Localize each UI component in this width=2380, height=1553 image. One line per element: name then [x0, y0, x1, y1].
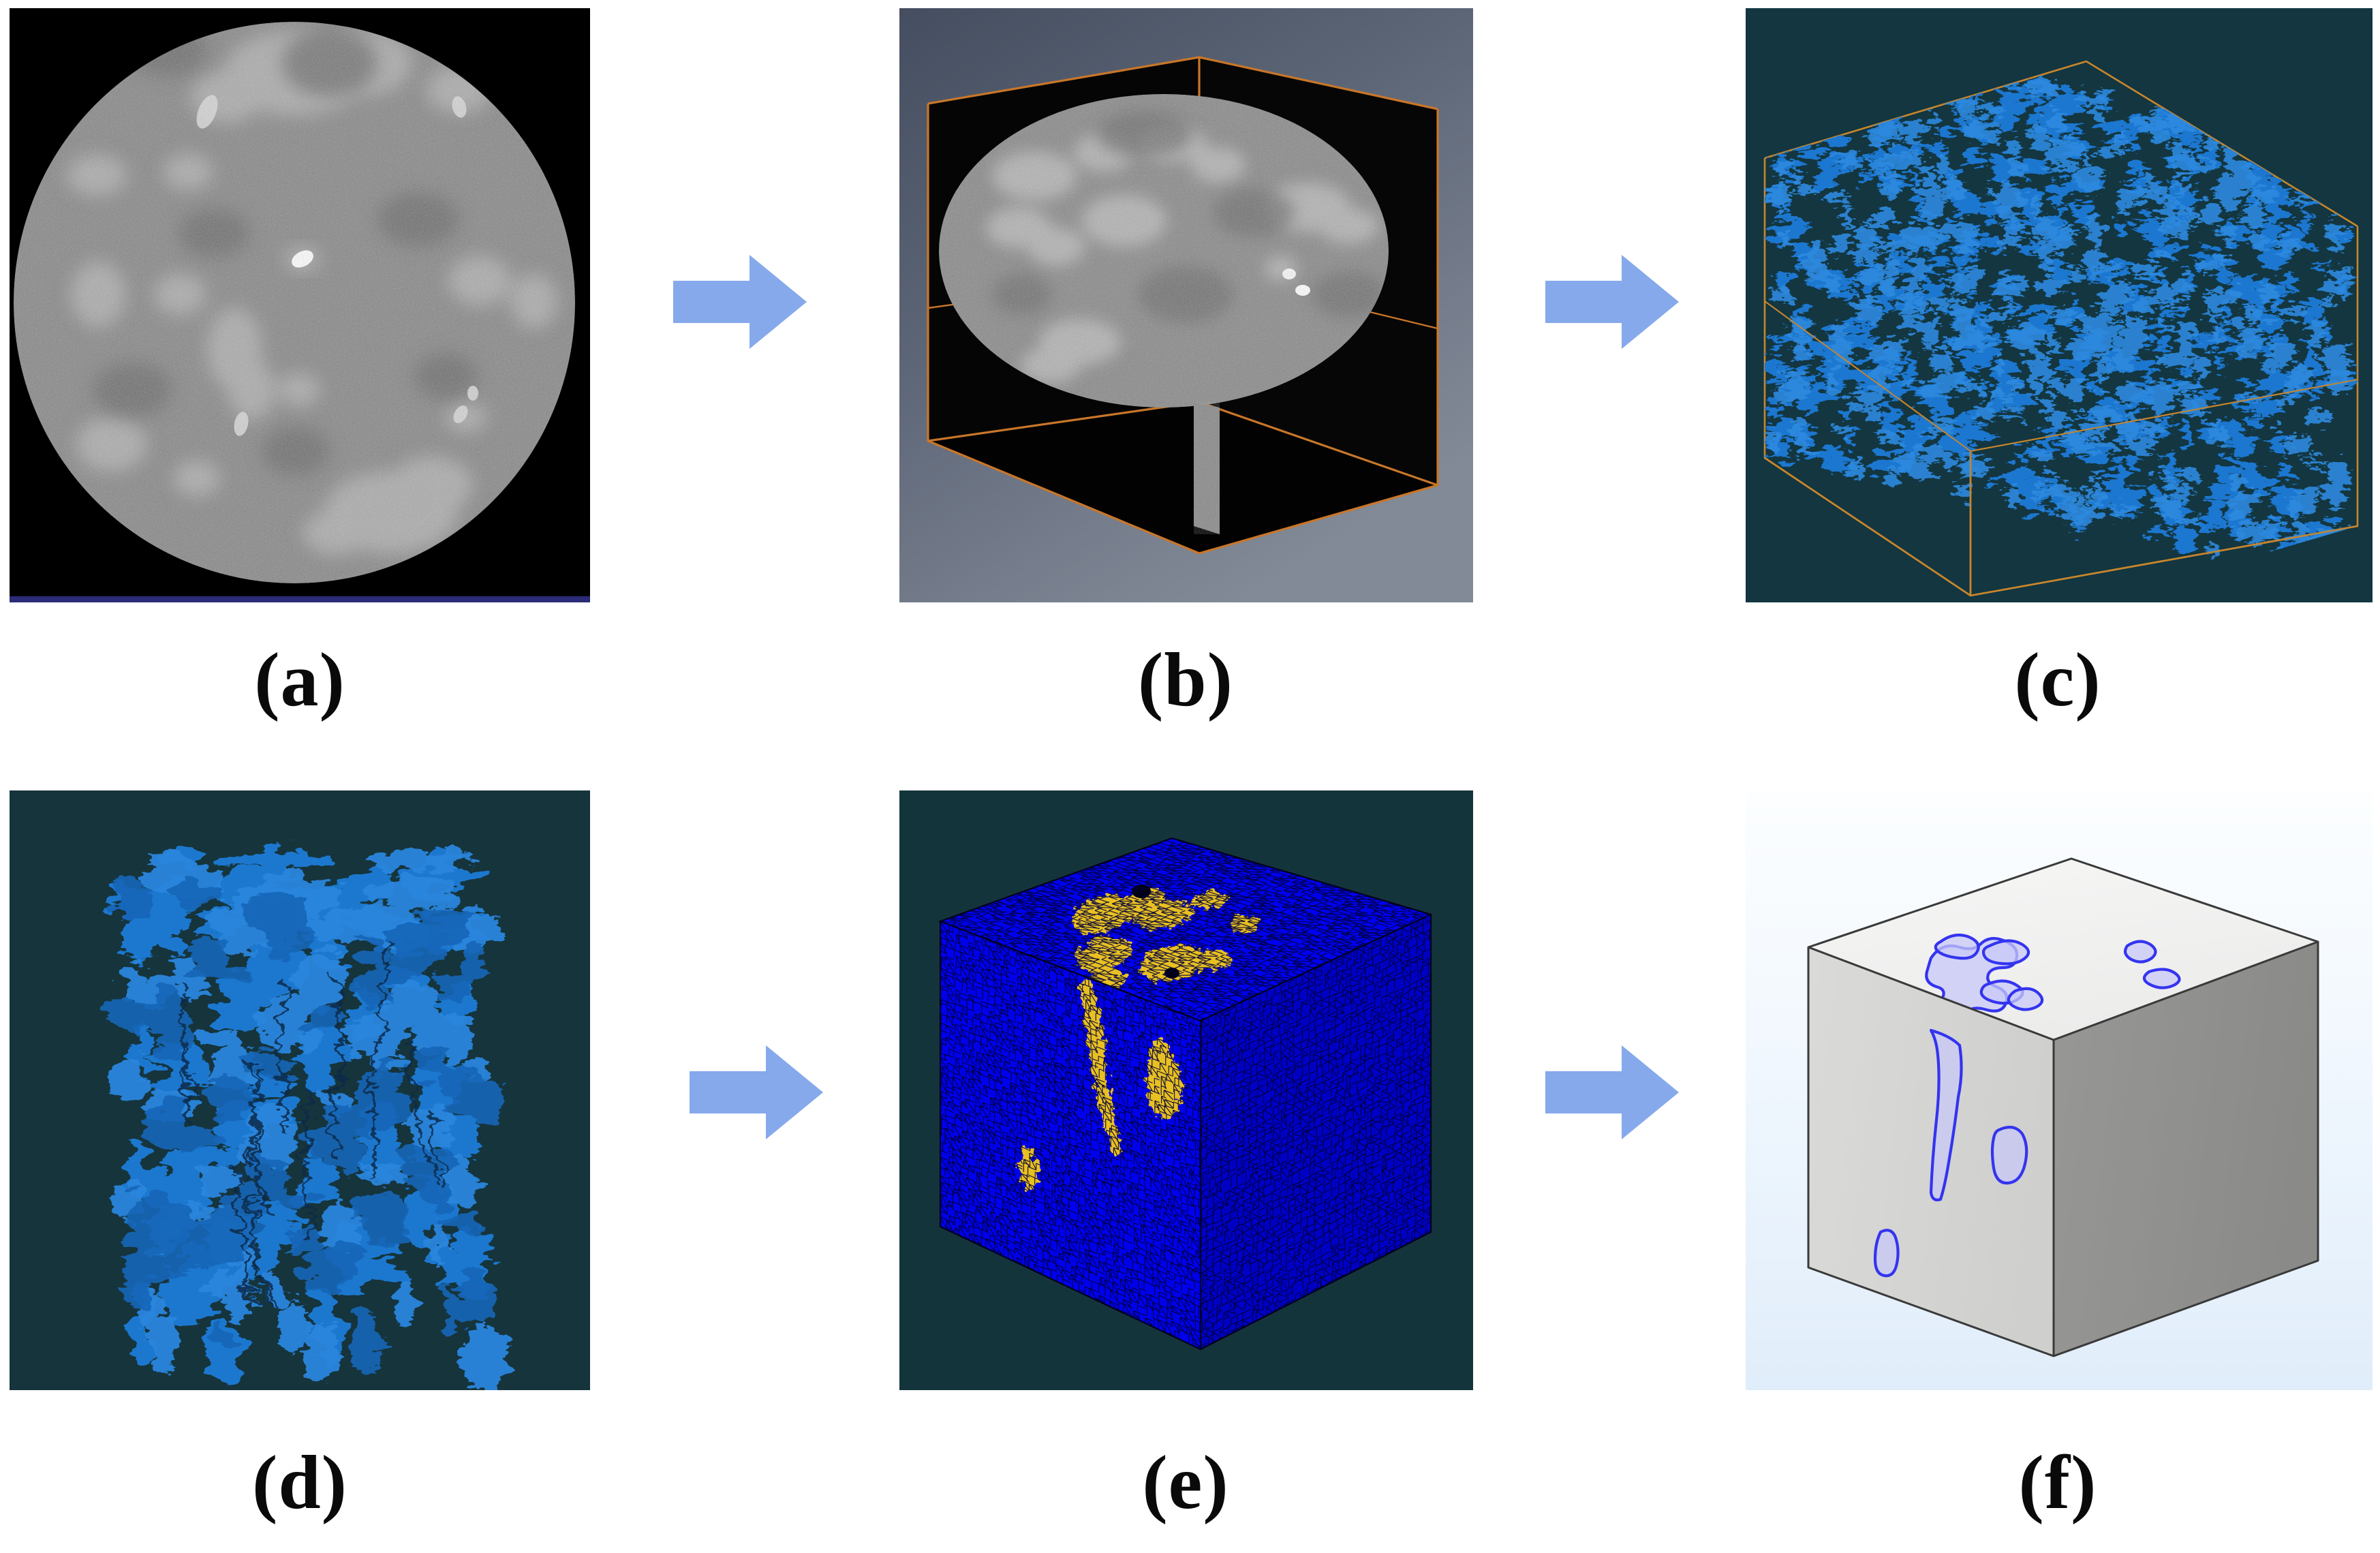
panel-e-fem-mesh-cube — [899, 790, 1473, 1390]
panel-caption-a: (a) — [254, 638, 345, 722]
right-arrow-icon — [673, 255, 807, 349]
cad-cube-image — [1746, 790, 2373, 1390]
right-arrow-icon — [690, 1045, 823, 1139]
mesh-cube-image — [899, 790, 1473, 1390]
panel-caption-e: (e) — [1142, 1441, 1229, 1525]
panel-a-bottom-border — [10, 596, 590, 602]
volume-rendering-image — [899, 8, 1473, 602]
segmented-pore-volume-image — [1746, 8, 2373, 602]
arrow-e-to-f — [1545, 1041, 1679, 1143]
arrow-b-to-c — [1545, 251, 1679, 353]
panel-d-extracted-pore-cluster — [10, 790, 590, 1390]
pore-contours-front — [1873, 1028, 2028, 1278]
arrow-a-to-b — [673, 251, 807, 353]
panel-caption-c: (c) — [2014, 638, 2101, 722]
right-arrow-icon — [1545, 255, 1679, 349]
arrow-d-to-e — [690, 1041, 823, 1143]
right-arrow-icon — [1545, 1045, 1679, 1139]
panel-caption-b: (b) — [1138, 638, 1233, 722]
pore-contours-top — [1925, 934, 2181, 1017]
panel-f-cad-model-cube — [1746, 790, 2373, 1390]
panel-caption-f: (f) — [2018, 1441, 2097, 1525]
pore-cluster-image — [10, 790, 590, 1390]
ct-slice-image — [10, 8, 590, 602]
panel-b-volume-stack — [899, 8, 1473, 602]
panel-caption-d: (d) — [252, 1441, 347, 1525]
panel-c-pore-network-volume — [1746, 8, 2373, 602]
panel-a-ct-slice — [10, 8, 590, 602]
